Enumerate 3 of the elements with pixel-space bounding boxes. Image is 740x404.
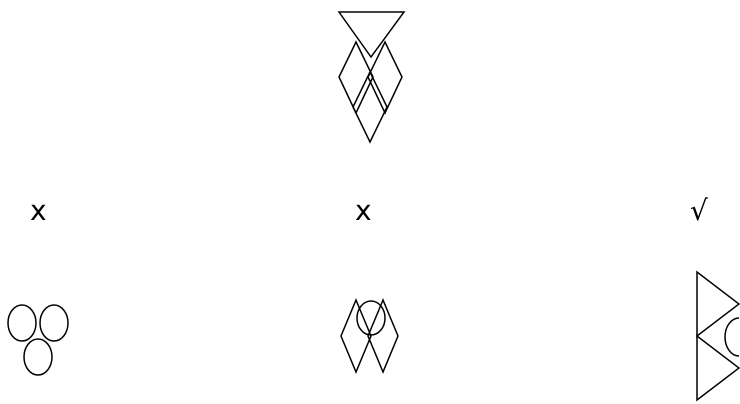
answer-mark: x [355, 196, 372, 226]
answer-mark: √ [690, 196, 708, 226]
answer-mark: x [30, 196, 47, 226]
